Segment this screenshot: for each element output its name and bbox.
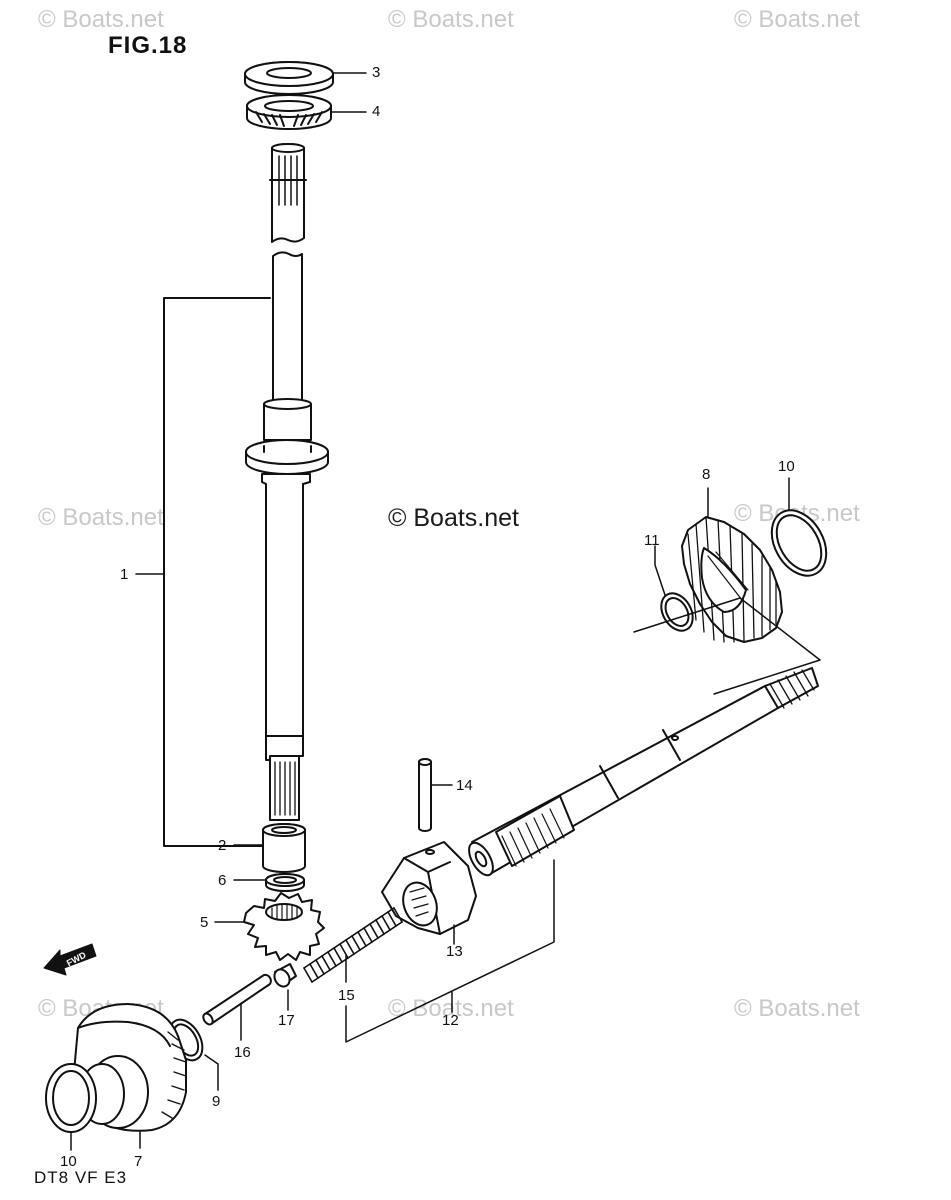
- watermark: © Boats.net: [388, 995, 514, 1022]
- forward-gear-part-8: [681, 516, 783, 643]
- model-code: DT8 VF E3: [34, 1168, 128, 1187]
- shim-part-10-upper: [770, 509, 828, 577]
- shim-part-11: [660, 592, 694, 632]
- bushing-part-2: [262, 823, 306, 873]
- callout-9: 9: [212, 1093, 221, 1110]
- watermark: © Boats.net: [734, 6, 860, 33]
- callout-7: 7: [134, 1153, 143, 1170]
- drive-shaft-part-1: [245, 143, 329, 821]
- cam-follower-part-17: [273, 963, 297, 1011]
- callout-1: 1: [120, 566, 129, 583]
- watermark: © Boats.net: [734, 995, 860, 1022]
- forward-arrow-icon: [43, 943, 97, 976]
- shim-part-6: [265, 873, 305, 892]
- callout-11: 11: [644, 532, 660, 549]
- assembly-bracket-upper: [633, 597, 821, 695]
- callout-14: 14: [456, 777, 473, 794]
- shim-part-10-lower: [45, 1063, 97, 1151]
- pin-part-14: [418, 758, 432, 832]
- bearing-part-4: [246, 94, 332, 130]
- center-watermark: © Boats.net: [388, 504, 519, 532]
- callout-17: 17: [278, 1012, 295, 1029]
- callout-4: 4: [372, 103, 381, 120]
- watermark: © Boats.net: [388, 6, 514, 33]
- push-rod-part-16: [202, 973, 272, 1041]
- bracket-part-12: [345, 859, 555, 1043]
- bracket-part-1: [163, 297, 271, 847]
- washer-part-3: [244, 61, 334, 95]
- callout-10-upper: 10: [778, 458, 795, 475]
- callout-2: 2: [218, 837, 227, 854]
- spring-part-15: [303, 907, 403, 983]
- callout-5: 5: [200, 914, 209, 931]
- callout-16: 16: [234, 1044, 251, 1061]
- callout-10-lower: 10: [60, 1153, 77, 1170]
- callout-12: 12: [442, 1012, 459, 1029]
- callout-3: 3: [372, 64, 381, 81]
- watermark: © Boats.net: [38, 504, 164, 531]
- callout-8: 8: [702, 466, 711, 483]
- callout-15: 15: [338, 987, 355, 1004]
- pinion-gear-part-5: [243, 892, 325, 961]
- figure-title: FIG.18: [108, 32, 188, 59]
- callout-6: 6: [218, 872, 227, 889]
- clutch-dog-part-13: [381, 841, 477, 935]
- watermark: © Boats.net: [38, 6, 164, 33]
- propeller-shaft-part-12: [468, 667, 819, 877]
- callout-13: 13: [446, 943, 463, 960]
- reverse-gear-part-7: [73, 1003, 187, 1149]
